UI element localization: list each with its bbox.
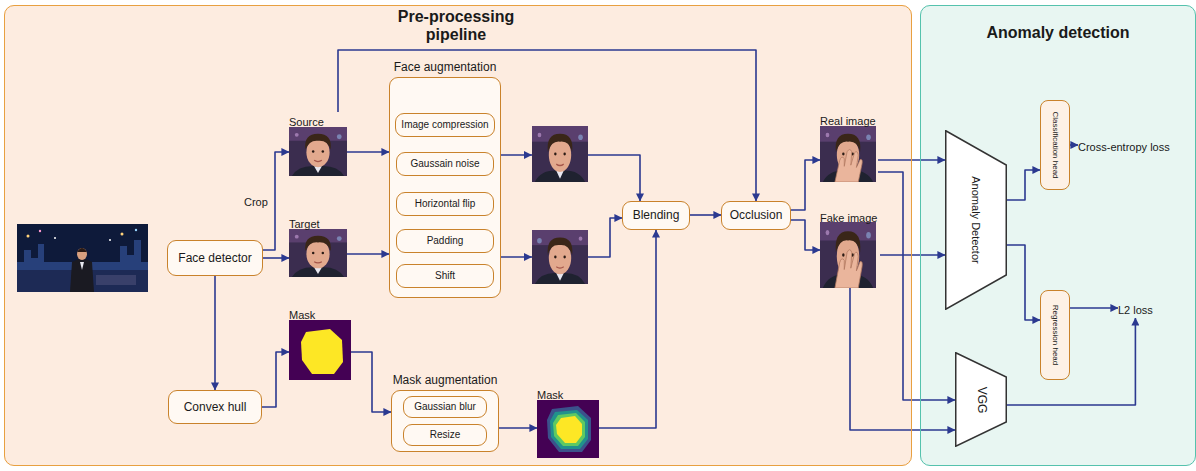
image-tile: Source (289, 112, 347, 176)
box-label: Convex hull (184, 400, 247, 414)
loss-text: L2 loss (1118, 304, 1153, 317)
group-box: Face augmentationImage compressionGaussa… (389, 77, 501, 298)
image-label: Mask (289, 308, 315, 322)
flipped-face (532, 230, 588, 284)
connector-arrow (351, 352, 391, 412)
connector-arrow (263, 257, 289, 259)
box-label: Occlusion (730, 208, 783, 222)
process-box: Blending (622, 201, 690, 230)
connector-arrow (1070, 307, 1118, 309)
box-label: Resize (430, 429, 461, 441)
image-label: Mask (537, 388, 563, 402)
connector-arrow (850, 288, 955, 430)
connector-arrow (347, 253, 389, 255)
group-box: Mask augmentationGaussian blurResize (391, 390, 499, 452)
process-box: Gaussian blur (403, 396, 487, 418)
blurred-mask-image (537, 400, 599, 458)
occluding-hand (835, 150, 862, 182)
connector-arrow (690, 214, 721, 216)
box-label: Face detector (178, 251, 251, 265)
input-frame (17, 224, 148, 292)
process-box: Resize (403, 424, 487, 446)
process-box: Shift (396, 264, 494, 288)
process-box: Padding (396, 229, 494, 253)
connector-arrow (347, 151, 389, 153)
loss-label: Cross-entropy loss (1078, 137, 1170, 155)
network-trapezoid: VGG (955, 352, 1007, 447)
target-face (289, 229, 347, 277)
connector-arrow (1007, 170, 1040, 200)
process-box: Occlusion (721, 201, 791, 230)
source-face (289, 127, 347, 176)
panel-title: Pre-processing pipeline (381, 8, 531, 44)
mask-image (289, 320, 351, 380)
box-label: Gaussian blur (414, 401, 476, 413)
box-label: Shift (435, 270, 455, 282)
connector-arrow (791, 220, 820, 250)
connector-arrow (599, 230, 656, 428)
image-tile: Mask (537, 385, 599, 458)
box-label: Padding (427, 235, 464, 247)
image-tile: Real image (820, 111, 878, 182)
box-label: Gaussain noise (411, 158, 480, 170)
network-label: VGG (974, 386, 987, 413)
augmented-face (532, 126, 588, 182)
connector-arrow (499, 427, 537, 429)
head-label: Regression head (1051, 305, 1060, 365)
loss-label: L2 loss (1118, 300, 1153, 318)
box-label: Image compression (401, 119, 488, 131)
loss-text: Cross-entropy loss (1078, 141, 1170, 154)
process-box: Horizontal flip (396, 192, 494, 216)
image-label: Real image (820, 114, 876, 128)
connector-arrow (214, 276, 216, 390)
group-heading: Mask augmentation (392, 373, 498, 388)
image-label: Fake image (820, 211, 877, 225)
network-label: Anomaly Detector (970, 176, 982, 263)
group-heading: Face augmentation (390, 60, 500, 75)
connector-arrow (1070, 144, 1078, 146)
connector-arrow (880, 254, 945, 256)
connector-arrow (1007, 318, 1135, 405)
fake-face (820, 222, 876, 288)
process-box: Image compression (395, 113, 495, 137)
process-box: Gaussain noise (396, 152, 494, 176)
connector-arrow (1007, 245, 1040, 320)
image-tile: Fake image (820, 208, 880, 288)
network-trapezoid: Anomaly Detector (945, 130, 1007, 310)
region-panel: Anomaly detectionAnomaly Detector Classif… (920, 5, 1196, 466)
image-tile: Target (289, 214, 347, 277)
panel-title: Anomaly detection (921, 24, 1195, 42)
edge-label: Crop (244, 195, 268, 209)
occluding-hand (835, 250, 862, 288)
image-tile: Mask (289, 305, 351, 380)
box-label: Horizontal flip (415, 198, 476, 210)
head-box: Regression head (1040, 290, 1070, 380)
connector-arrow (878, 172, 955, 400)
connector-arrow (791, 160, 820, 210)
process-box: Face detector (167, 240, 263, 276)
real-face (820, 126, 876, 182)
connector-arrow (262, 352, 289, 407)
image-label: Target (289, 217, 320, 231)
image-label: Source (289, 115, 324, 129)
process-box: Convex hull (168, 390, 262, 424)
head-label: Classification head (1051, 111, 1060, 178)
head-box: Classification head (1040, 100, 1070, 190)
box-label: Blending (633, 208, 680, 222)
region-panel: Pre-processing pipelineFace detector Sour… (4, 5, 912, 466)
